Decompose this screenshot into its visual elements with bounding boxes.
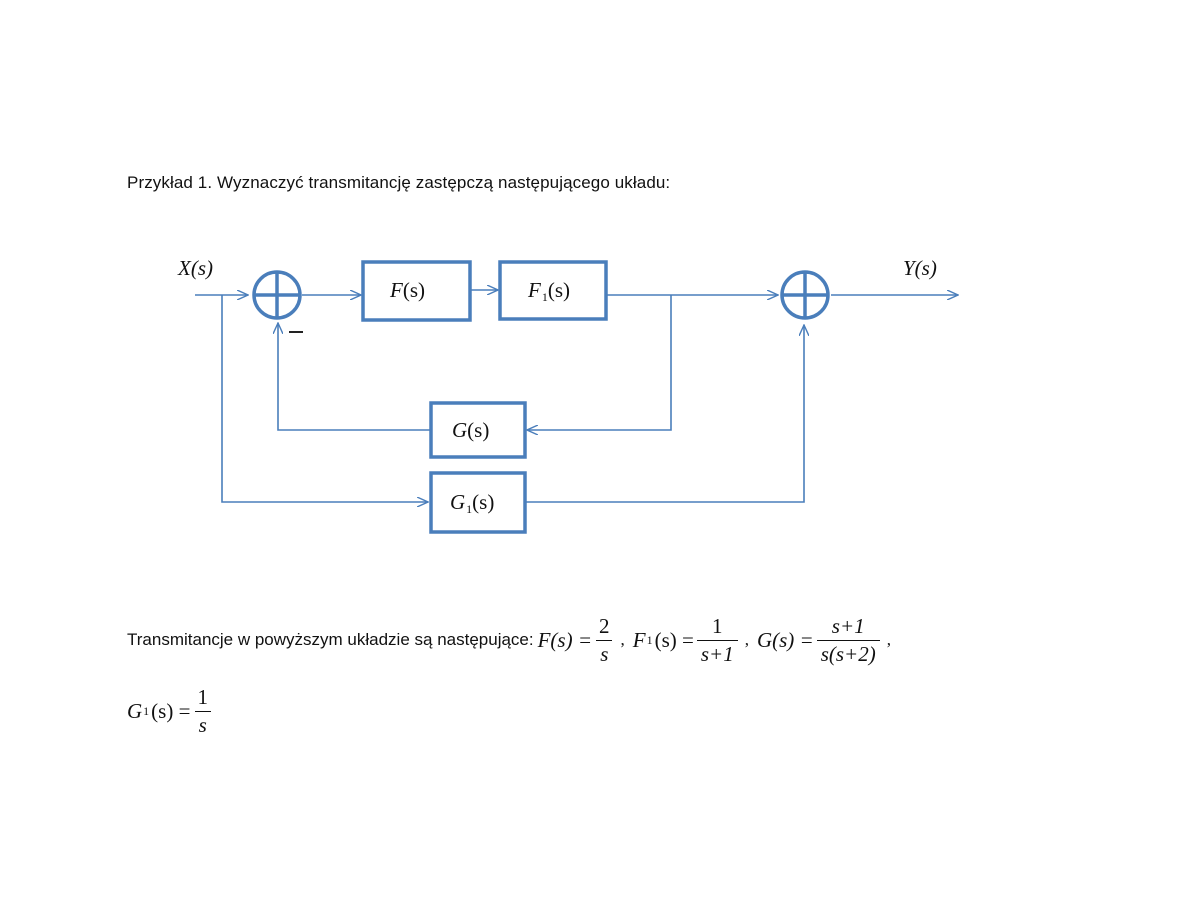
feedforward-line-to-sum2 (526, 325, 804, 503)
output-label: Y(s) (903, 256, 937, 280)
block-F1-label: F1(s) (528, 278, 570, 304)
block-G-label: G(s) (452, 418, 490, 442)
example-heading: Przykład 1. Wyznaczyć transmitancję zast… (127, 173, 671, 192)
block-F1 (498, 260, 608, 321)
feedforward-line-to-G1 (221, 295, 428, 502)
feedback-line-to-sum1 (278, 323, 431, 431)
block-G (429, 401, 527, 459)
negative-sign (289, 331, 303, 333)
transfer-functions-line: Transmitancje w powyższym układzie są na… (127, 613, 891, 666)
formulas-intro: Transmitancje w powyższym układzie są na… (127, 630, 534, 649)
feedback-line-to-G (527, 295, 672, 430)
input-label: X(s) (178, 256, 213, 280)
block-G1 (429, 471, 527, 534)
block-F (361, 260, 472, 322)
block-F-label: F(s) (390, 278, 425, 302)
block-G1-label: G1(s) (450, 490, 495, 516)
